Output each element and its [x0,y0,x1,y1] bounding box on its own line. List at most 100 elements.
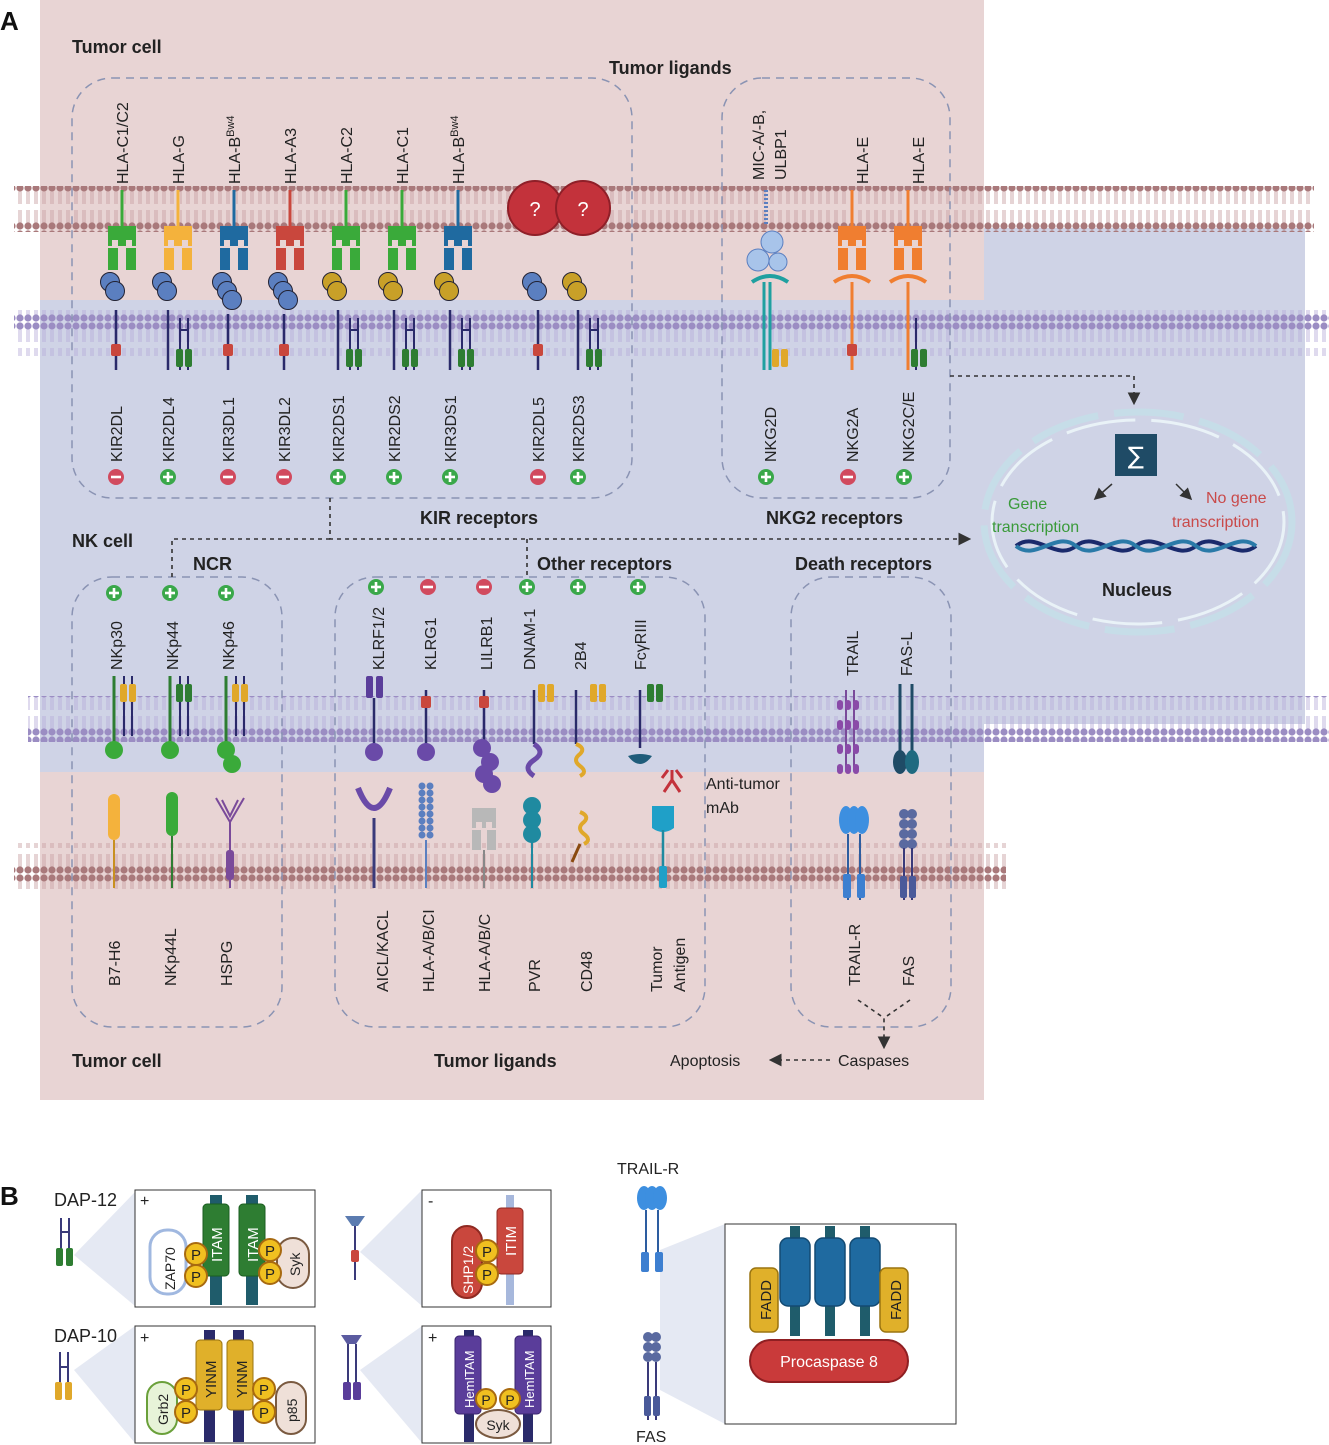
fas-b-label: FAS [636,1429,666,1445]
hemitam-1-text: HemITAM [462,1350,477,1408]
ncr-ligand-label-2: NKp44L [163,928,180,986]
dap10-p4: P [259,1405,269,1422]
other-receptor-label-3: LILRB1 [479,617,496,670]
ncr-receptor-1 [105,676,136,759]
ncr-ligand-label-1: B7-H6 [107,941,124,986]
kir-receptor-label-8: KIR2DL5 [531,397,548,462]
kir-receptor-sign-6 [386,469,402,485]
kir-receptor-sign-4 [276,469,292,485]
kir-receptor-label-5: KIR2DS1 [331,395,348,462]
kir-receptor-6 [378,272,418,370]
lilrb1-receptor [473,690,501,793]
dap10-label: DAP-10 [54,1326,117,1346]
kir-receptor-9 [562,272,602,370]
kir-receptor-8 [522,272,547,370]
kir-receptor-sign-1 [108,469,124,485]
hemitam-syk-shape [475,1409,521,1439]
zap70-text: ZAP70 [162,1247,178,1290]
nkg2-receptor-label-2: NKG2A [845,407,862,462]
other-ligand-label-1: AICL/KACL [375,910,392,992]
kir-receptor-sign-5 [330,469,346,485]
kir-receptor-2 [152,272,192,370]
unknown-ligand-1-mark: ? [529,199,540,221]
ncr-sign-2 [162,585,178,601]
dap12-p3: P [265,1243,275,1260]
nk-membrane-bottom [28,696,1329,742]
kir-receptor-label-4: KIR3DL2 [277,397,294,462]
p85-text: p85 [284,1398,300,1422]
nk-membrane-top [14,310,1329,356]
kir-receptor-sign-9 [570,469,586,485]
kir-ligand-3 [220,190,248,270]
nkg2-receptor-3 [888,274,928,370]
death-group-box [790,576,952,1028]
kir-receptor-label-1: KIR2DL [109,406,126,462]
other-ligand-label-2: HLA-A/B/CI [421,909,438,992]
ncr-sign-3 [218,585,234,601]
death-group-label: Death receptors [795,554,932,574]
anti-tumor-mab-line1: Anti-tumor [706,776,780,793]
kir-group-label: KIR receptors [420,508,538,528]
itim-detail: ITIM SHP1/2 P P [451,1195,524,1305]
other-receptor-label-5: 2B4 [573,641,590,670]
ncr-receptor-label-1: NKp30 [109,621,126,670]
fas-to-caspases [877,999,911,1050]
dap10-p1: P [181,1382,191,1399]
apoptosis-label: Apoptosis [670,1053,740,1070]
klrg1-receptor [417,690,435,761]
shp-shape [451,1225,483,1299]
ncr-ligand-label-3: HSPG [219,941,236,986]
hemitam-plus: + [428,1330,437,1347]
death-detail: FADD FADD Procaspase 8 [749,1226,909,1383]
other-receptor-label-2: KLRG1 [423,617,440,670]
nk-cell-label: NK cell [72,531,133,551]
dap10-plus: + [140,1330,149,1347]
hemitam-syk-text: Syk [486,1417,510,1433]
tumor-antigen [652,806,674,888]
nkg2-to-nucleus-arrow [950,375,1141,406]
other-sign-6 [630,579,646,595]
other-ligand-label-7: Antigen [672,938,689,992]
kir-ligand-superscript-7: Bw4 [449,115,461,136]
dap10-p3: P [259,1382,269,1399]
tumor-ligands-top-label: Tumor ligands [609,58,732,78]
shp-text: SHP1/2 [460,1246,476,1294]
other-ligand-label-5: CD48 [579,951,596,992]
pvr-ligand [523,797,541,888]
gene-transcription-line1: Gene [1008,496,1047,513]
procaspase-text: Procaspase 8 [780,1354,878,1371]
hemitam-2-text: HemITAM [522,1350,537,1408]
tumor-ligands-bottom-label: Tumor ligands [434,1051,557,1071]
dap12-detail: ZAP70 ITAM ITAM P P Syk P P [148,1195,310,1305]
aicl-ligand [355,786,393,888]
fadd-right-text: FADD [888,1280,905,1320]
yinm-2 [226,1339,254,1411]
nkg2-ligand-label-3: HLA-E [855,137,872,184]
itim-p1: P [482,1244,492,1261]
kir-receptor-sign-3 [220,469,236,485]
fasl-receptor [893,684,919,774]
tumor-cell-bottom-label: Tumor cell [72,1051,162,1071]
sigma-symbol: ∑ [1128,442,1144,470]
nkg2-ligand-label-2: ULBP1 [773,129,790,180]
kir-receptor-label-2: KIR2DL4 [161,397,178,462]
dap10-small-icon [55,1352,72,1400]
trail-receptor [837,690,859,774]
kir-receptor-label-7: KIR3DS1 [443,395,460,462]
other-group-label: Other receptors [537,554,672,574]
caspases-label: Caspases [838,1053,909,1070]
other-sign-1 [368,579,384,595]
other-group-box [334,576,706,1028]
nkg2-receptor-sign-1 [758,469,774,485]
kir-ligand-label-4: HLA-A3 [283,128,300,184]
ncr-receptor-label-2: NKp44 [165,621,182,670]
fadd-left-text: FADD [758,1280,775,1320]
anti-tumor-mab-line2: mAb [706,800,739,817]
itam-1-text: ITAM [209,1227,226,1262]
other-sign-4 [519,579,535,595]
p85-shape [275,1381,307,1435]
hla-e-ligand-2 [894,190,922,270]
hla-abc-ligand [472,808,496,888]
kir-ligand-7 [444,190,472,270]
